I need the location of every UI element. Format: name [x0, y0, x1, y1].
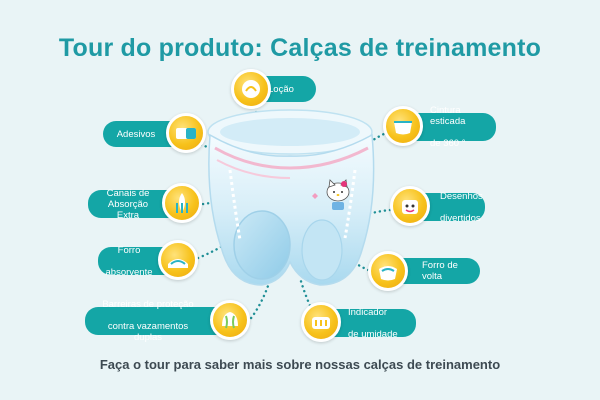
absorption-channels-icon[interactable] [162, 183, 202, 223]
feature-desenhos-line2: divertidos [440, 212, 481, 224]
feature-indicador-line1: Indicador [348, 306, 388, 318]
wetness-indicator-icon[interactable] [301, 302, 341, 342]
feature-cintura-line2: de 360 ° [430, 138, 466, 149]
feature-forro-absorvente-line1: Forro [117, 244, 141, 256]
feature-forro-volta-text: Forro de volta [422, 260, 458, 282]
page-title: Tour do produto: Calças de treinamento [58, 34, 542, 62]
leak-guard-icon[interactable] [210, 300, 250, 340]
feature-canais-line2: Absorção Extra [107, 198, 149, 221]
fun-designs-icon[interactable] [390, 186, 430, 226]
connector-canais [196, 201, 247, 207]
waistband-icon[interactable] [383, 106, 423, 146]
page-subtitle: Faça o tour para saber mais sobre nossas… [99, 357, 501, 372]
feature-barreiras-line1: Barreiras de proteção [102, 299, 194, 310]
absorbent-lining-icon[interactable] [158, 240, 198, 280]
feature-adesivos-text: Adesivos [116, 128, 156, 140]
back-lining-icon[interactable] [368, 251, 408, 291]
feature-barreiras-line2: contra vazamentos duplas [107, 321, 189, 343]
feature-desenhos-line1: Desenhos [440, 190, 483, 202]
adhesive-tab-icon[interactable] [166, 113, 206, 153]
connector-forro-absorvente [196, 236, 237, 260]
feature-canais-line1: Canais de [106, 187, 150, 199]
feature-indicador-line2: de umidade [348, 328, 398, 340]
connector-indicador [298, 276, 314, 312]
feature-forro-absorvente-line2: absorvente [105, 266, 153, 278]
feature-cintura-line1: Cintura esticada [430, 105, 466, 127]
feature-barreiras-label[interactable]: Barreiras de proteção contra vazamentos d… [85, 299, 231, 343]
feature-locao-text: Loção [268, 83, 294, 95]
lotion-drop-icon[interactable] [231, 69, 271, 109]
